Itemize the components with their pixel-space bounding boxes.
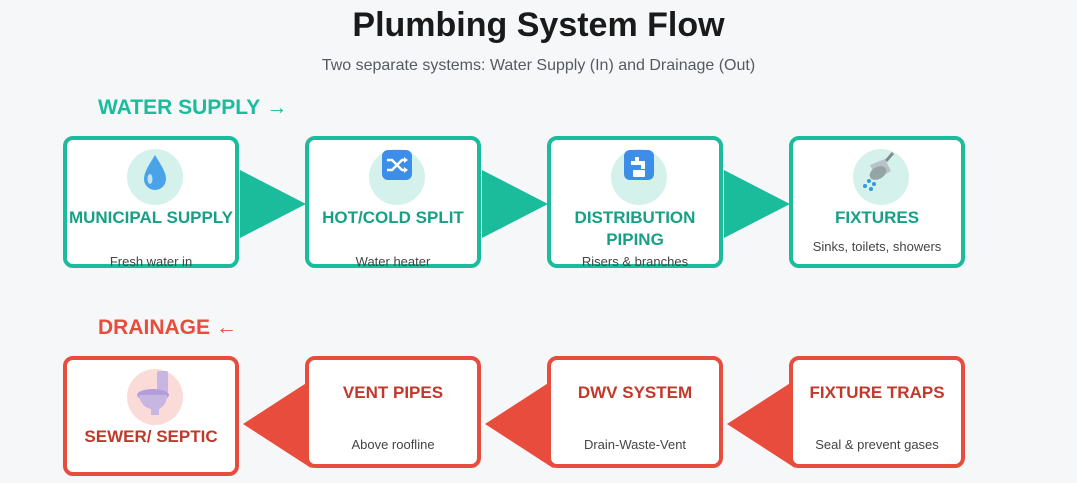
step-desc: Sinks, toilets, showers [812, 239, 942, 254]
step-desc: Drain-Waste-Vent [583, 437, 687, 452]
water-drop-icon [127, 149, 183, 205]
step-title: MUNICIPAL SUPPLY [68, 208, 234, 227]
drain-step-vent-pipes: VENT PIPES Above roofline [305, 356, 481, 468]
drain-step-fixture-traps: FIXTURE TRAPS Seal & prevent gases [789, 356, 965, 468]
connector-arrow-6 [727, 380, 795, 468]
connector-arrow-4 [243, 380, 311, 468]
step-title: SEWER/ SEPTIC [84, 427, 218, 446]
connector-arrow-1 [240, 170, 306, 238]
drainage-label: DRAINAGE← [98, 316, 237, 340]
shower-icon [853, 149, 909, 205]
connector-arrow-2 [482, 170, 548, 238]
right-arrow-icon: → [266, 96, 288, 119]
step-desc: Above roofline [351, 437, 435, 452]
water-supply-label: WATER SUPPLY→ [98, 96, 287, 120]
drain-step-sewer: SEWER/ SEPTIC [63, 356, 239, 476]
step-title: VENT PIPES [342, 383, 444, 402]
shuffle-icon [369, 149, 425, 205]
step-title: FIXTURES [834, 208, 920, 227]
supply-step-hot-cold: HOT/COLD SPLIT Water heater [305, 136, 481, 269]
step-desc: Risers & branches [581, 254, 689, 269]
supply-step-fixtures: FIXTURES Sinks, toilets, showers [789, 136, 965, 268]
faucet-icon [611, 149, 667, 205]
connector-arrow-5 [485, 380, 553, 468]
step-title: HOT/COLD SPLIT [322, 208, 464, 227]
step-title: DISTRIBUTION PIPING [574, 208, 696, 249]
drainage-label-text: DRAINAGE [98, 316, 211, 339]
supply-step-municipal: MUNICIPAL SUPPLY Fresh water in [63, 136, 239, 269]
page-title: Plumbing System Flow [352, 6, 725, 44]
supply-step-distribution: DISTRIBUTION PIPING Risers & branches [547, 136, 723, 269]
page-subtitle: Two separate systems: Water Supply (In) … [321, 57, 756, 74]
toilet-icon [127, 369, 183, 425]
connector-arrow-3 [724, 170, 790, 238]
left-arrow-icon: ← [216, 316, 238, 339]
step-desc: Fresh water in [109, 254, 193, 269]
step-title: DWV SYSTEM [577, 383, 693, 402]
water-supply-label-text: WATER SUPPLY [98, 96, 261, 119]
step-desc: Seal & prevent gases [815, 437, 939, 452]
step-title: FIXTURE TRAPS [809, 383, 945, 402]
step-desc: Water heater [355, 254, 431, 269]
drain-step-dwv: DWV SYSTEM Drain-Waste-Vent [547, 356, 723, 468]
